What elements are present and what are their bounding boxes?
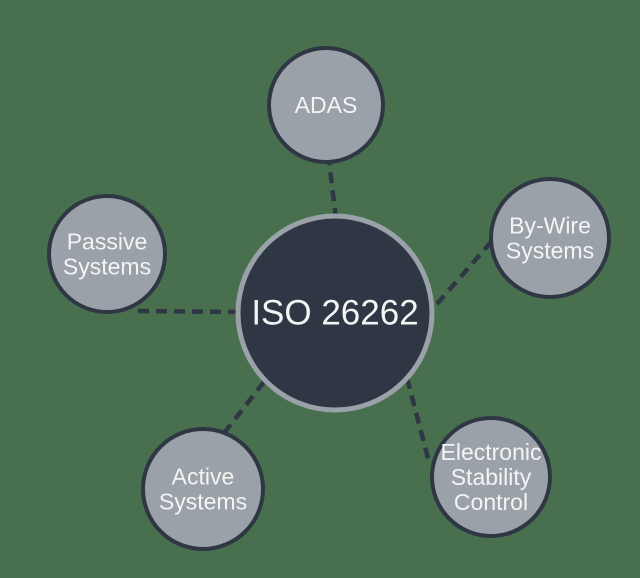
node-circle-by-wire-systems[interactable] [489,177,611,299]
node-label-line: Systems [506,238,594,264]
node-label-line: Systems [63,254,151,280]
node-adas[interactable]: ADAS [267,46,385,164]
connector-adas [326,160,339,220]
node-label-line: Systems [159,489,247,515]
connector-electronic-stability-control [404,377,432,463]
node-label-line: By-Wire [509,213,591,239]
node-circle-active-systems[interactable] [141,427,265,551]
node-label-line: ADAS [295,92,358,118]
node-iso-26262[interactable]: ISO 26262 [235,213,435,413]
connector-by-wire-systems [435,240,493,306]
node-circle-adas[interactable] [267,46,385,164]
node-label-line: Control [454,489,528,515]
node-label-line: Active [172,464,235,490]
node-label-line: Stability [451,464,532,490]
node-circle-electronic-stability-control[interactable] [430,416,552,538]
node-label-line: Passive [67,229,148,255]
node-label-iso-26262: ISO 26262 [251,294,418,333]
node-label-adas: ADAS [295,92,358,118]
connector-active-systems [222,380,266,435]
node-label-line: Electronic [441,439,542,465]
node-circle-passive-systems[interactable] [47,194,167,314]
node-circle-iso-26262[interactable] [235,213,435,413]
